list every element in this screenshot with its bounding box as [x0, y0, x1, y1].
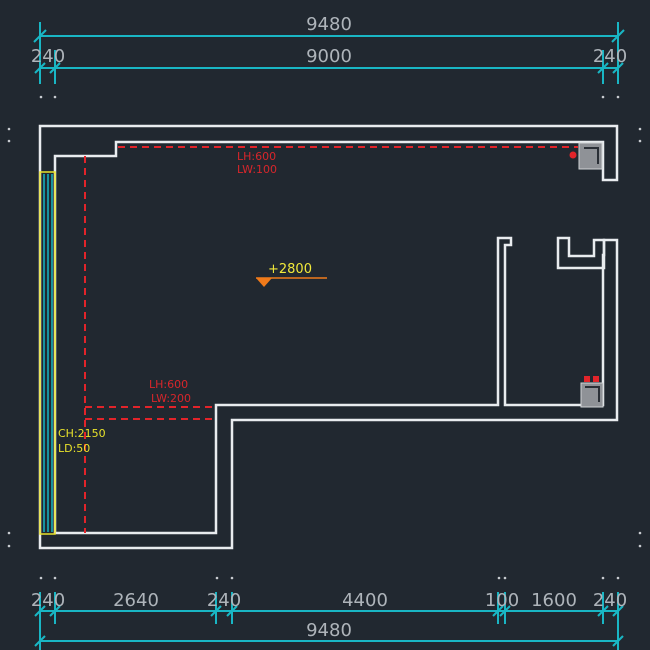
- top-right-label: 240: [593, 46, 627, 67]
- grid-dot-markers: [7, 95, 642, 580]
- top-left-label: 240: [31, 46, 65, 67]
- beam-lines: [84, 146, 578, 533]
- bottom-dimension-total: 9480: [34, 620, 624, 650]
- curtain-ld-label: LD:50: [58, 442, 90, 455]
- elevation-marker: +2800: [256, 262, 327, 287]
- bottom-total-label: 9480: [306, 620, 352, 641]
- bottom-seg-6: 1600: [531, 590, 577, 611]
- column-bottom-right: [580, 376, 604, 408]
- curtain-ch-label: CH:2150: [58, 427, 106, 440]
- bottom-seg-1: 240: [31, 590, 65, 611]
- top-dimension-segments: 240 9000 240: [31, 46, 627, 84]
- window-curtain: [39, 171, 56, 535]
- ceiling-elevation-label: +2800: [268, 262, 312, 277]
- beam-top-lh: LH:600: [237, 150, 276, 163]
- bottom-seg-7: 240: [593, 590, 627, 611]
- column-top-right: [569, 142, 603, 170]
- wall-outline: [38, 124, 619, 550]
- bottom-seg-4: 4400: [342, 590, 388, 611]
- top-dimension-total: 9480: [33, 14, 625, 50]
- top-middle-label: 9000: [306, 46, 352, 67]
- bottom-seg-2: 2640: [113, 590, 159, 611]
- top-total-label: 9480: [306, 14, 352, 35]
- bottom-seg-3: 240: [207, 590, 241, 611]
- beam-top-lw: LW:100: [237, 163, 277, 176]
- bottom-seg-5: 100: [485, 590, 519, 611]
- beam-mid-lh: LH:600: [149, 378, 188, 391]
- beam-mid-lw: LW:200: [151, 392, 191, 405]
- bottom-dimension-segments: 240 2640 240 4400 100 1600 240: [31, 590, 627, 624]
